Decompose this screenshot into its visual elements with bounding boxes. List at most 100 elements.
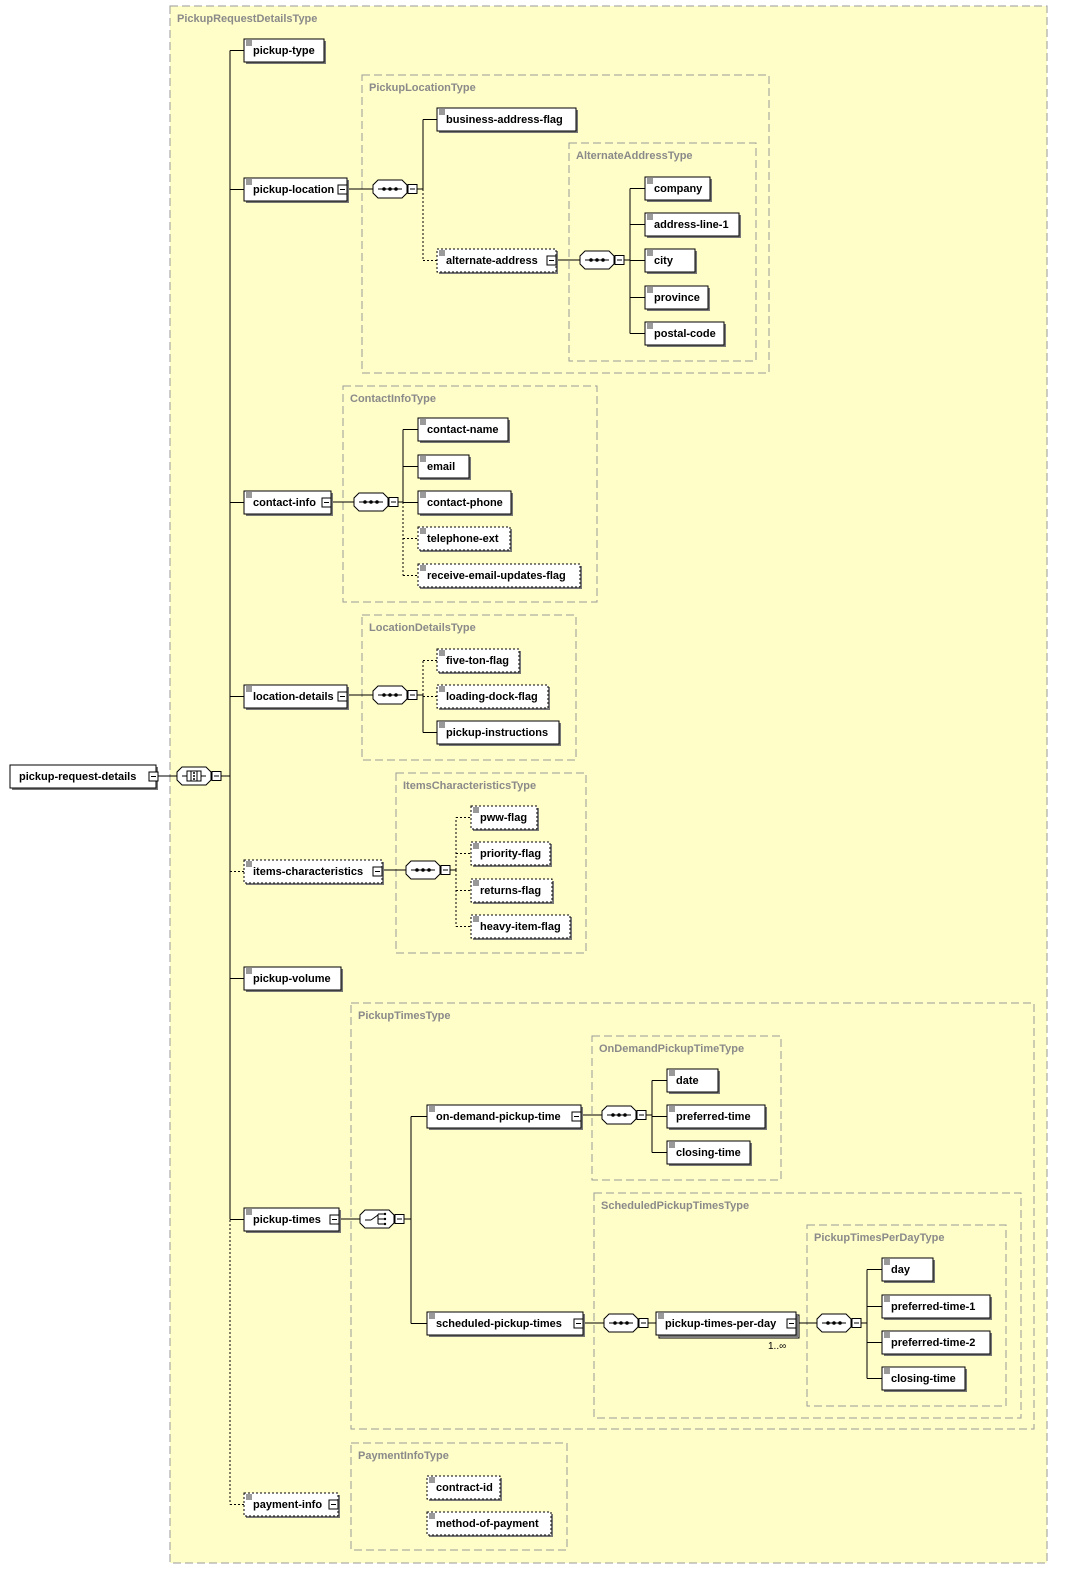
element-pww-flag[interactable]: pww-flag bbox=[470, 805, 539, 831]
location-details-collapse-toggle[interactable] bbox=[337, 691, 348, 702]
address-line-1-label: address-line-1 bbox=[654, 219, 729, 231]
documentation-icon bbox=[439, 686, 445, 692]
items-characteristics-collapse-toggle[interactable] bbox=[372, 866, 383, 877]
pickup-location-seq-sequence-compositor[interactable] bbox=[372, 179, 408, 199]
element-scheduled-pickup-times[interactable]: scheduled-pickup-times bbox=[426, 1311, 585, 1337]
alternate-address-collapse-toggle[interactable] bbox=[546, 255, 557, 266]
element-contract-id[interactable]: contract-id bbox=[426, 1475, 502, 1501]
business-address-flag-label: business-address-flag bbox=[446, 114, 563, 126]
element-priority-flag[interactable]: priority-flag bbox=[470, 841, 552, 867]
element-telephone-ext[interactable]: telephone-ext bbox=[417, 526, 512, 552]
element-preferred-time-2[interactable]: preferred-time-2 bbox=[881, 1330, 992, 1356]
element-payment-info[interactable]: payment-info bbox=[243, 1492, 340, 1518]
pickup-times-choice-collapse-toggle[interactable] bbox=[394, 1214, 405, 1224]
element-province[interactable]: province bbox=[644, 285, 710, 311]
element-items-characteristics[interactable]: items-characteristics bbox=[243, 859, 384, 885]
element-preferred-time-1[interactable]: preferred-time-1 bbox=[881, 1294, 992, 1320]
element-heavy-item-flag[interactable]: heavy-item-flag bbox=[470, 914, 572, 940]
on-demand-pickup-time-collapse-toggle[interactable] bbox=[571, 1111, 582, 1122]
element-company[interactable]: company bbox=[644, 176, 712, 202]
documentation-icon bbox=[647, 178, 653, 184]
preferred-time-label: preferred-time bbox=[676, 1111, 751, 1123]
receive-email-updates-flag-label: receive-email-updates-flag bbox=[427, 570, 566, 582]
element-pickup-volume[interactable]: pickup-volume bbox=[243, 966, 343, 992]
per-day-seq-collapse-toggle[interactable] bbox=[851, 1318, 862, 1328]
element-address-line-1[interactable]: address-line-1 bbox=[644, 212, 741, 238]
element-alternate-address[interactable]: alternate-address bbox=[436, 248, 558, 274]
location-details-seq-collapse-toggle[interactable] bbox=[407, 690, 418, 700]
element-contact-name[interactable]: contact-name bbox=[417, 417, 510, 443]
element-city[interactable]: city bbox=[644, 248, 697, 274]
element-pickup-type[interactable]: pickup-type bbox=[243, 38, 326, 64]
email-label: email bbox=[427, 461, 455, 473]
contact-info-collapse-toggle[interactable] bbox=[321, 497, 332, 508]
element-date[interactable]: date bbox=[666, 1068, 720, 1094]
per-day-seq-sequence-compositor[interactable] bbox=[816, 1313, 852, 1333]
element-day[interactable]: day bbox=[881, 1257, 935, 1283]
on-demand-seq-sequence-compositor[interactable] bbox=[601, 1105, 637, 1125]
scheduled-seq-collapse-toggle[interactable] bbox=[638, 1318, 649, 1328]
alternate-address-seq-sequence-compositor[interactable] bbox=[579, 250, 615, 270]
cardinality-label: 1..∞ bbox=[768, 1341, 786, 1352]
element-business-address-flag[interactable]: business-address-flag bbox=[436, 107, 578, 133]
contact-info-seq-sequence-compositor[interactable] bbox=[353, 492, 389, 512]
five-ton-flag-label: five-ton-flag bbox=[446, 655, 509, 667]
pickup-times-label: pickup-times bbox=[253, 1214, 321, 1226]
pickup-times-type-label: PickupTimesType bbox=[358, 1010, 451, 1022]
payment-info-label: payment-info bbox=[253, 1499, 322, 1511]
documentation-icon bbox=[473, 880, 479, 886]
element-preferred-time[interactable]: preferred-time bbox=[666, 1104, 767, 1130]
pickup-times-choice-choice-compositor[interactable] bbox=[359, 1209, 395, 1229]
element-pickup-times[interactable]: pickup-times bbox=[243, 1207, 341, 1233]
loading-dock-flag-label: loading-dock-flag bbox=[446, 691, 538, 703]
documentation-icon bbox=[884, 1368, 890, 1374]
documentation-icon bbox=[473, 916, 479, 922]
element-contact-info[interactable]: contact-info bbox=[243, 490, 333, 516]
element-location-details[interactable]: location-details bbox=[243, 684, 349, 710]
element-five-ton-flag[interactable]: five-ton-flag bbox=[436, 648, 521, 674]
closing-time-scheduled-label: closing-time bbox=[891, 1373, 956, 1385]
documentation-icon bbox=[439, 109, 445, 115]
method-of-payment-label: method-of-payment bbox=[436, 1518, 539, 1530]
location-details-label: location-details bbox=[253, 691, 334, 703]
element-on-demand-pickup-time[interactable]: on-demand-pickup-time bbox=[426, 1104, 583, 1130]
pickup-location-seq-collapse-toggle[interactable] bbox=[407, 184, 418, 194]
scheduled-seq-sequence-compositor[interactable] bbox=[603, 1313, 639, 1333]
payment-info-collapse-toggle[interactable] bbox=[328, 1499, 339, 1510]
element-postal-code[interactable]: postal-code bbox=[644, 321, 726, 347]
element-closing-time-on-demand[interactable]: closing-time bbox=[666, 1140, 752, 1166]
closing-time-on-demand-label: closing-time bbox=[676, 1147, 741, 1159]
root-collapse-toggle[interactable] bbox=[148, 771, 159, 782]
pickup-location-collapse-toggle[interactable] bbox=[337, 184, 348, 195]
on-demand-pickup-time-label: on-demand-pickup-time bbox=[436, 1111, 561, 1123]
element-pickup-location[interactable]: pickup-location bbox=[243, 177, 349, 203]
items-characteristics-seq-sequence-compositor[interactable] bbox=[405, 860, 441, 880]
element-loading-dock-flag[interactable]: loading-dock-flag bbox=[436, 684, 550, 710]
on-demand-seq-collapse-toggle[interactable] bbox=[636, 1110, 647, 1120]
pww-flag-label: pww-flag bbox=[480, 812, 527, 824]
documentation-icon bbox=[439, 250, 445, 256]
pickup-times-per-day-collapse-toggle[interactable] bbox=[786, 1318, 797, 1329]
scheduled-pickup-times-collapse-toggle[interactable] bbox=[573, 1318, 584, 1329]
element-closing-time-scheduled[interactable]: closing-time bbox=[881, 1366, 967, 1392]
element-pickup-instructions[interactable]: pickup-instructions bbox=[436, 720, 561, 746]
alternate-address-label: alternate-address bbox=[446, 255, 538, 267]
pickup-times-collapse-toggle[interactable] bbox=[329, 1214, 340, 1225]
element-email[interactable]: email bbox=[417, 454, 471, 480]
contact-info-seq-collapse-toggle[interactable] bbox=[388, 497, 399, 507]
scheduled-pickup-times-type-label: ScheduledPickupTimesType bbox=[601, 1200, 749, 1212]
element-contact-phone[interactable]: contact-phone bbox=[417, 490, 513, 516]
documentation-icon bbox=[429, 1477, 435, 1483]
root-all-all-compositor[interactable] bbox=[176, 766, 212, 786]
items-characteristics-seq-collapse-toggle[interactable] bbox=[440, 865, 451, 875]
element-receive-email-updates-flag[interactable]: receive-email-updates-flag bbox=[417, 563, 582, 589]
alternate-address-seq-collapse-toggle[interactable] bbox=[614, 255, 625, 265]
location-details-seq-sequence-compositor[interactable] bbox=[372, 685, 408, 705]
element-returns-flag[interactable]: returns-flag bbox=[470, 878, 554, 904]
alternate-address-type-label: AlternateAddressType bbox=[576, 150, 693, 162]
element-method-of-payment[interactable]: method-of-payment bbox=[426, 1511, 553, 1537]
element-pickup-request-details[interactable]: pickup-request-details bbox=[9, 764, 158, 790]
root-all-collapse-toggle[interactable] bbox=[211, 771, 222, 781]
